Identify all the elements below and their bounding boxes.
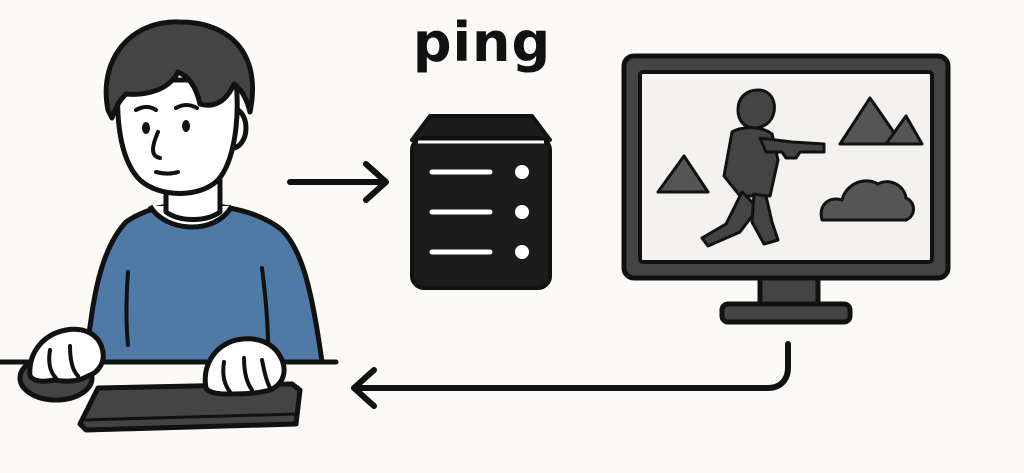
mountain-icon xyxy=(656,154,710,194)
left-arm-seam xyxy=(124,270,130,347)
mountain-range-icon xyxy=(838,96,924,146)
server-light-3 xyxy=(515,245,529,259)
ping-label: ping xyxy=(412,11,552,74)
right-hand-finger-2 xyxy=(242,356,254,392)
right-eyebrow xyxy=(174,103,199,110)
server-light-2 xyxy=(515,205,529,219)
left-eyebrow xyxy=(134,105,158,112)
monitor-base xyxy=(719,301,853,325)
return-arrow xyxy=(351,341,791,409)
right-hand-finger-1 xyxy=(221,360,232,394)
outgoing-arrow xyxy=(287,161,389,203)
person-at-computer-icon xyxy=(83,19,325,365)
mouth xyxy=(154,170,180,176)
server-light-1 xyxy=(515,165,529,179)
cloud-icon xyxy=(819,179,915,222)
server-icon xyxy=(410,114,552,290)
left-hand-finger-2 xyxy=(68,344,80,378)
left-eye xyxy=(142,122,150,134)
left-hand xyxy=(27,326,106,384)
right-eye xyxy=(182,120,190,132)
hair xyxy=(103,19,256,121)
right-arm-seam xyxy=(260,266,270,347)
right-hand-finger-3 xyxy=(260,358,272,390)
left-hand-finger-1 xyxy=(47,348,58,380)
nose xyxy=(151,130,162,160)
soldier-silhouette-icon xyxy=(700,88,826,248)
monitor-game-icon xyxy=(621,53,951,325)
